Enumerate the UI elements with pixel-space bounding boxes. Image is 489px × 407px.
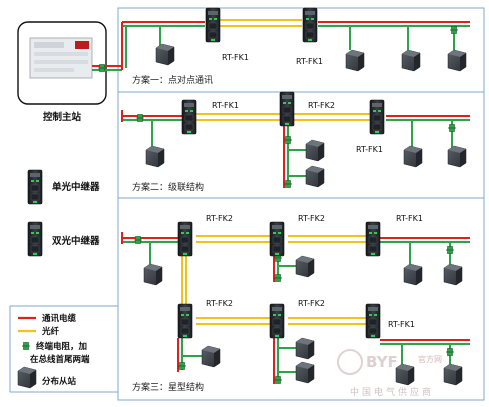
watermark-sub: 官方网 bbox=[418, 354, 442, 364]
main-station: 控制主站 bbox=[17, 21, 107, 123]
scheme2-title: 方案二：级联结构 bbox=[132, 181, 204, 193]
legend-single-label: 单光中继器 bbox=[52, 181, 100, 193]
watermark: BYF 官方网 中国电气供应商 bbox=[337, 349, 442, 398]
legend-terminator-line1: 终端电阻，加 bbox=[35, 341, 87, 352]
main-link bbox=[92, 64, 122, 72]
legend: 通讯电缆 光纤 终端电阻，加 在总线首尾两端 分布从站 bbox=[9, 305, 119, 393]
single-repeater-icon bbox=[27, 169, 43, 205]
scheme1-title: 方案一：点对点通讯 bbox=[132, 74, 213, 86]
scheme3-bottom-1: RT-FK2 bbox=[206, 299, 233, 308]
legend-fiber-label: 光纤 bbox=[41, 326, 60, 337]
terminator-icon bbox=[21, 342, 31, 350]
watermark-logo-icon bbox=[337, 349, 363, 375]
scheme1-repeater-left: RT-FK1 bbox=[222, 53, 249, 62]
scheme3-top-1: RT-FK2 bbox=[206, 214, 233, 223]
scheme2-repeater-1: RT-FK1 bbox=[212, 101, 239, 110]
legend-cable-label: 通讯电缆 bbox=[42, 313, 77, 324]
double-repeater-icon bbox=[27, 221, 43, 257]
watermark-line: 中国电气供应商 bbox=[350, 386, 434, 398]
scheme3-top-3: RT-FK1 bbox=[396, 214, 423, 223]
legend-slave-label: 分布从站 bbox=[42, 376, 77, 387]
legend-single-repeater: 单光中继器 bbox=[27, 169, 100, 205]
scheme1-repeater-right: RT-FK1 bbox=[296, 57, 323, 66]
scheme3-top-2: RT-FK2 bbox=[298, 214, 325, 223]
legend-terminator-line2: 在总线首尾两端 bbox=[30, 354, 90, 365]
scheme3-title: 方案三：星型结构 bbox=[132, 381, 204, 393]
watermark-logo: BYF bbox=[366, 353, 398, 371]
scheme2-repeater-2: RT-FK2 bbox=[308, 101, 335, 110]
scheme2-repeater-3: RT-FK1 bbox=[356, 145, 383, 154]
scheme2-panel bbox=[117, 91, 485, 199]
main-station-title: 控制主站 bbox=[43, 111, 82, 123]
slave-icon bbox=[17, 366, 37, 389]
scheme3-bottom-2: RT-FK2 bbox=[298, 299, 325, 308]
legend-double-label: 双光中继器 bbox=[51, 235, 100, 247]
scheme3: RT-FK2 RT-FK2 RT-FK1 RT-FK2 RT-FK2 RT-FK… bbox=[121, 214, 470, 393]
scheme1: RT-FK1 RT-FK1 方案一：点对点通讯 bbox=[121, 7, 470, 86]
scheme3-bottom-3: RT-FK1 bbox=[388, 320, 415, 329]
legend-double-repeater: 双光中继器 bbox=[27, 221, 100, 257]
scheme2: RT-FK1 RT-FK2 RT-FK1 方案二：级联结构 bbox=[121, 91, 470, 193]
